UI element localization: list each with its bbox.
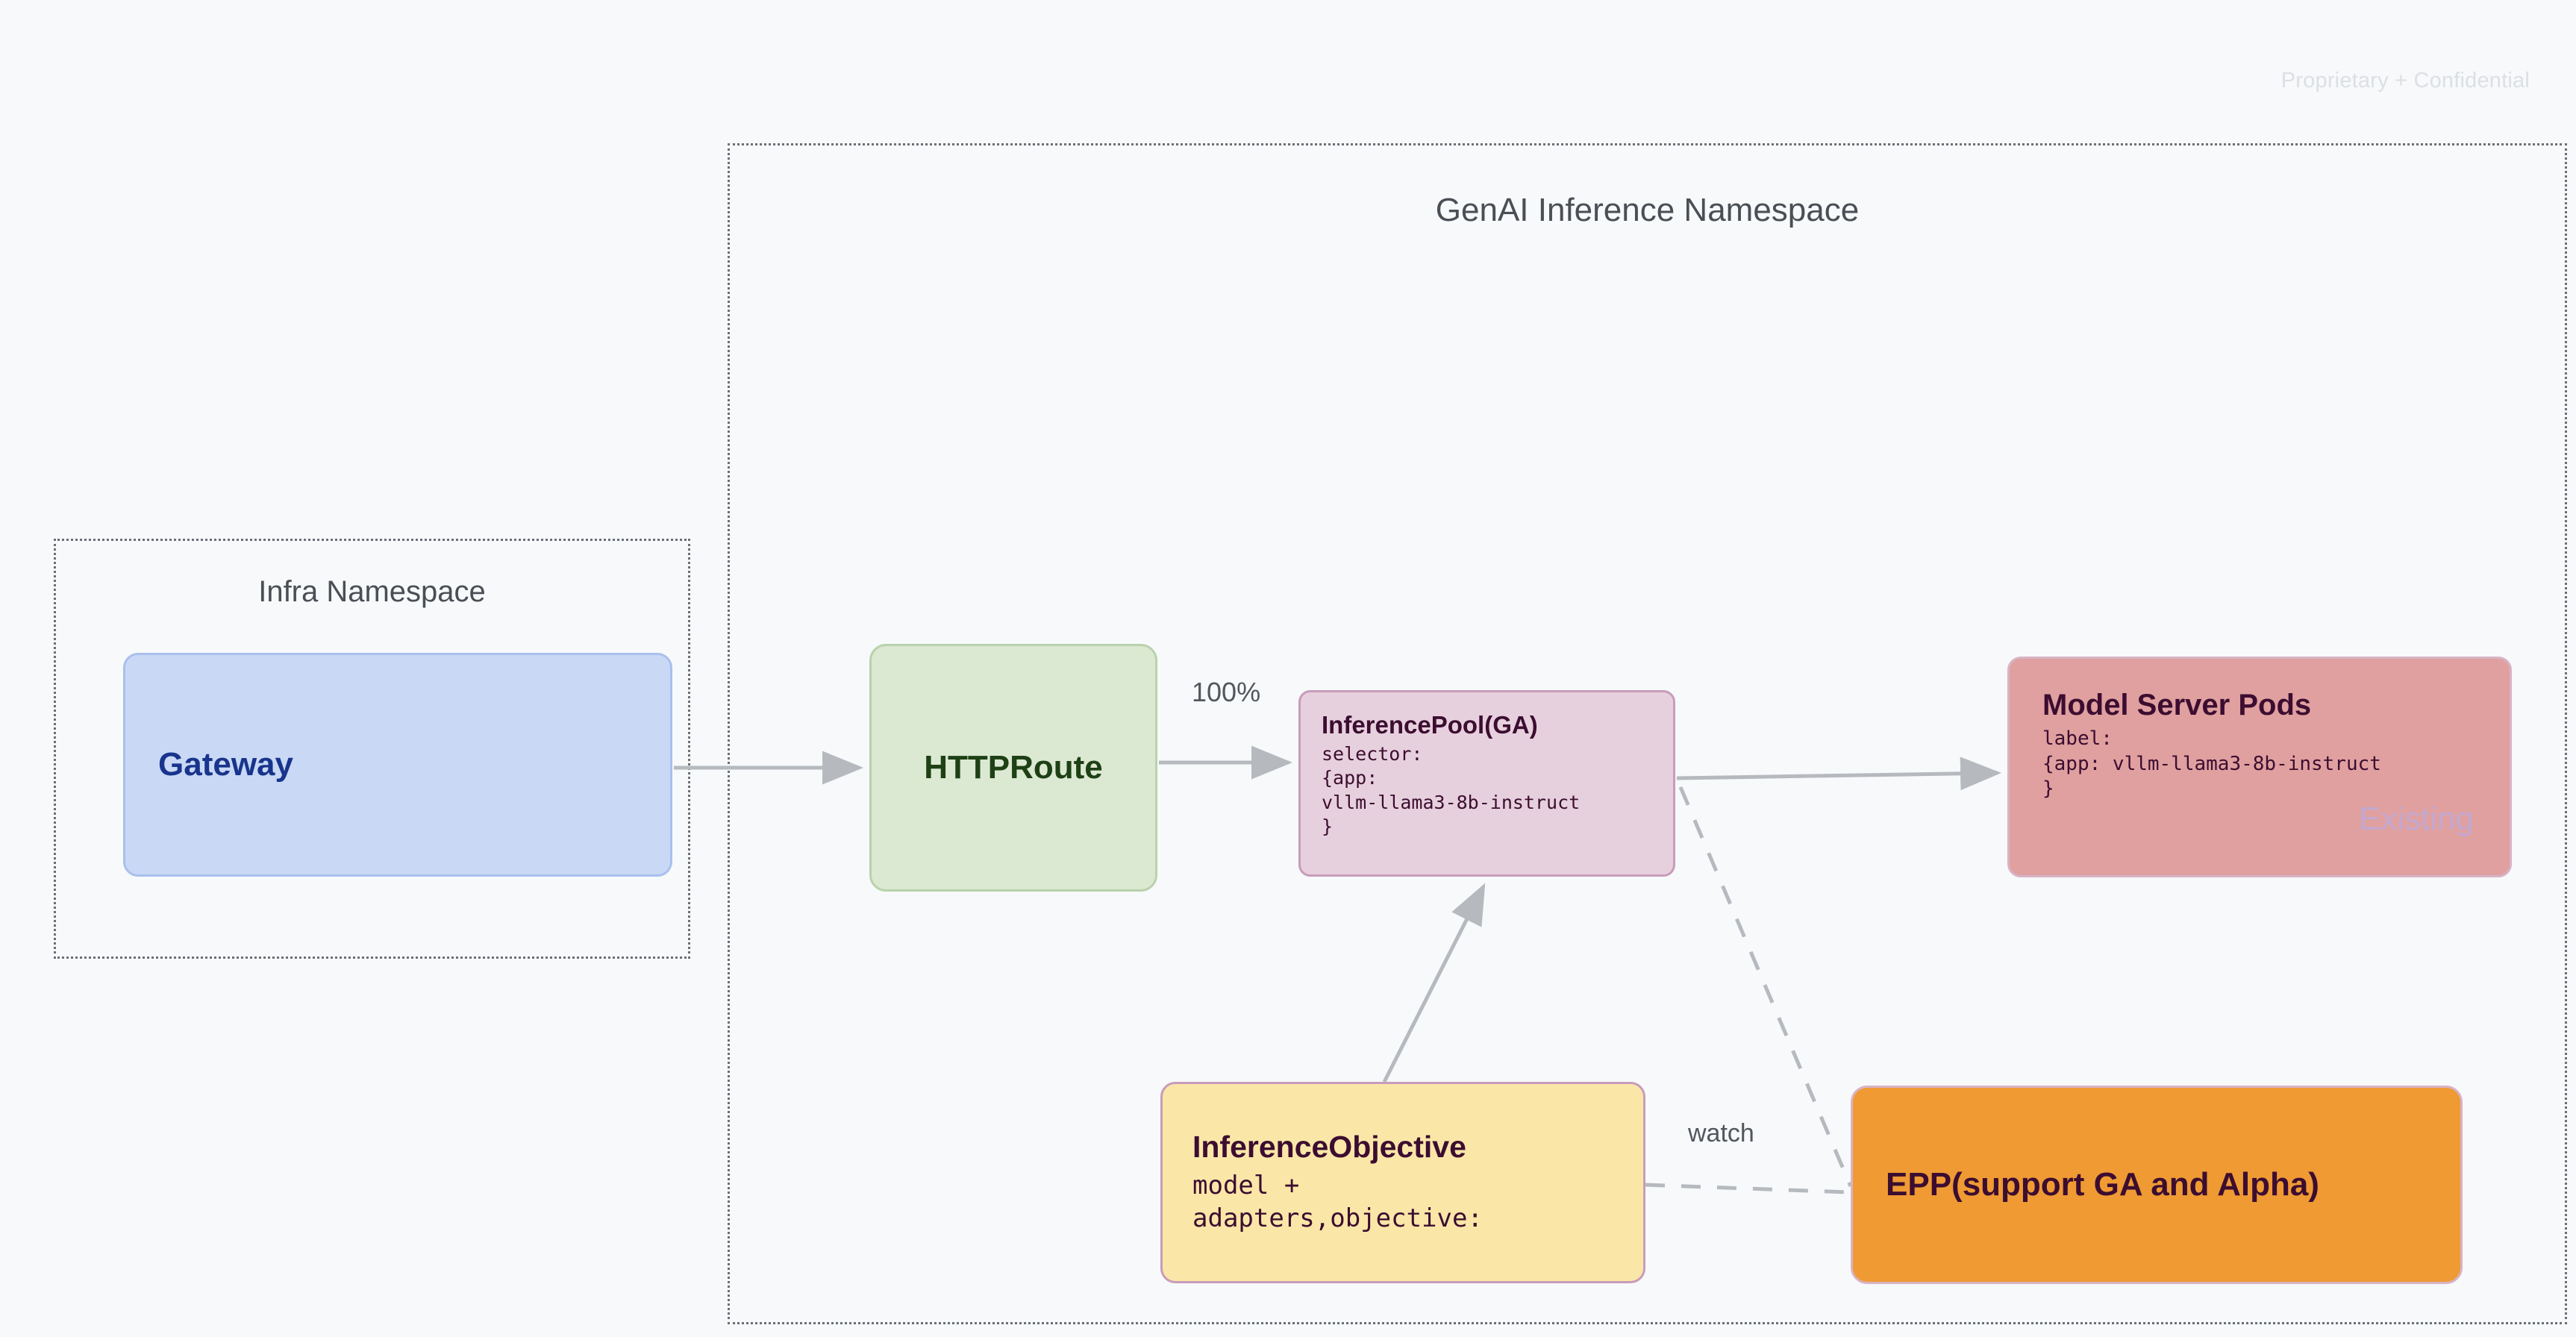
node-httproute[interactable]: HTTPRoute <box>869 644 1157 892</box>
edge-label-watch: watch <box>1688 1119 1754 1147</box>
node-model-server-pods[interactable]: Model Server Pods label: {app: vllm-llam… <box>2007 657 2512 877</box>
node-epp[interactable]: EPP(support GA and Alpha) <box>1851 1086 2463 1284</box>
genai-namespace-title: GenAI Inference Namespace <box>1435 192 1860 228</box>
node-epp-title: EPP(support GA and Alpha) <box>1886 1166 2319 1203</box>
node-inferenceobjective[interactable]: InferenceObjective model + adapters,obje… <box>1160 1082 1645 1283</box>
node-inferencepool-body: selector: {app: vllm-llama3-8b-instruct … <box>1322 742 1581 838</box>
infra-namespace-container: Infra Namespace <box>54 539 690 959</box>
node-inferencepool[interactable]: InferencePool(GA) selector: {app: vllm-l… <box>1298 690 1675 877</box>
node-gateway[interactable]: Gateway <box>123 653 672 877</box>
existing-badge: Existing <box>2358 801 2474 837</box>
node-gateway-title: Gateway <box>158 746 293 783</box>
node-model-server-pods-title: Model Server Pods <box>2042 689 2312 721</box>
node-inferenceobjective-title: InferenceObjective <box>1192 1129 1466 1164</box>
edge-label-traffic-percent: 100% <box>1192 677 1261 707</box>
node-httproute-title: HTTPRoute <box>924 749 1103 786</box>
infra-namespace-title: Infra Namespace <box>258 575 486 608</box>
genai-namespace-container: GenAI Inference Namespace <box>728 143 2567 1324</box>
confidentiality-watermark: Proprietary + Confidential <box>2280 69 2530 93</box>
node-inferencepool-title: InferencePool(GA) <box>1322 711 1538 739</box>
node-inferenceobjective-body: model + adapters,objective: <box>1192 1170 1483 1233</box>
node-model-server-pods-body: label: {app: vllm-llama3-8b-instruct } <box>2042 727 2381 801</box>
